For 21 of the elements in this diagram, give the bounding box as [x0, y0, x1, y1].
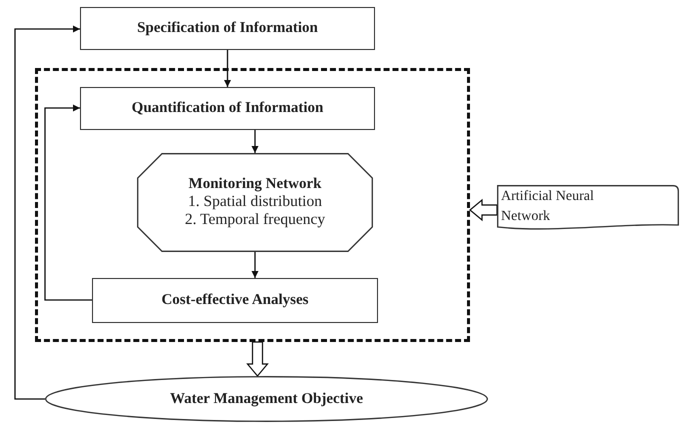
arrow — [14, 26, 80, 400]
node-title: Water Management Objective — [170, 390, 363, 408]
process-box — [92, 278, 378, 323]
node-title: Specification of Information — [137, 20, 318, 37]
hollow-arrow — [469, 198, 498, 222]
octagon-box — [137, 153, 373, 252]
node-title: Quantification of Information — [132, 100, 324, 117]
node-title: Monitoring Network — [188, 176, 322, 193]
process-box — [80, 87, 375, 130]
node-label: Artificial Neural Network — [501, 188, 595, 226]
arrow — [252, 130, 258, 153]
hollow-arrow — [246, 341, 269, 377]
arrow — [224, 50, 231, 87]
node-title: Cost-effective Analyses — [161, 292, 309, 309]
arrow — [44, 104, 92, 301]
arrow — [252, 252, 258, 278]
dashed-group-box — [35, 68, 470, 342]
list-item: 1. Spatial distribution — [188, 193, 322, 211]
ellipse-shape — [45, 376, 488, 422]
list-item: 2. Temporal frequency — [184, 211, 326, 229]
process-box — [80, 7, 375, 50]
